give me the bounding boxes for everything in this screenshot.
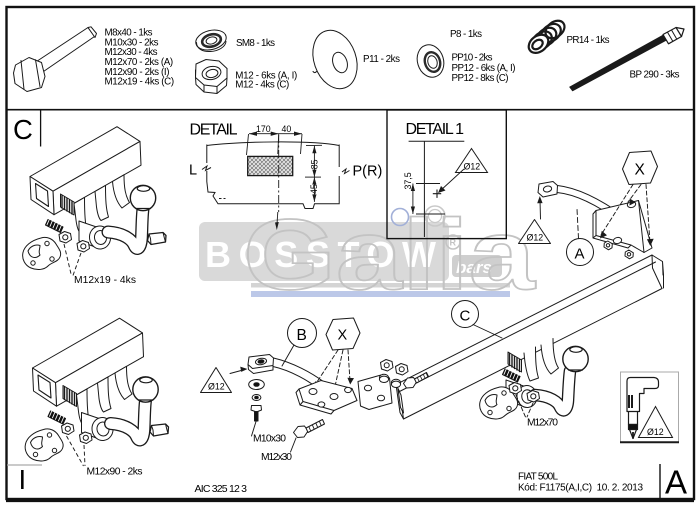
svg-text:C: C — [460, 308, 471, 325]
svg-text:Galia: Galia — [243, 199, 537, 311]
svg-text:SM8 - 1ks: SM8 - 1ks — [236, 38, 275, 49]
svg-text:45: 45 — [309, 184, 319, 194]
svg-text:40: 40 — [282, 124, 292, 134]
svg-text:X: X — [338, 328, 348, 344]
svg-text:M10x30: M10x30 — [253, 434, 286, 445]
svg-text:P(R): P(R) — [353, 164, 383, 180]
svg-text:M12x19 - 4ks: M12x19 - 4ks — [74, 275, 136, 286]
svg-text:M8x40 - 1ks: M8x40 - 1ks — [105, 28, 153, 39]
svg-text:Ø12: Ø12 — [464, 162, 481, 172]
svg-text:L: L — [189, 163, 197, 179]
svg-text:170: 170 — [256, 124, 271, 134]
svg-text:bars: bars — [456, 258, 492, 277]
svg-text:M12 - 4ks (C): M12 - 4ks (C) — [235, 79, 289, 90]
svg-text:85: 85 — [309, 159, 319, 169]
svg-text:M12x70 - 2ks (A): M12x70 - 2ks (A) — [105, 57, 174, 68]
svg-text:DETAIL 1: DETAIL 1 — [406, 121, 465, 138]
svg-text:I: I — [19, 464, 27, 495]
svg-text:M12x70: M12x70 — [527, 418, 558, 429]
svg-text:PP12 - 6ks (A, I): PP12 - 6ks (A, I) — [452, 63, 516, 74]
svg-text:PP12 - 8ks (C): PP12 - 8ks (C) — [452, 73, 509, 84]
svg-text:M12 - 6ks (A, I): M12 - 6ks (A, I) — [235, 71, 297, 82]
svg-text:X: X — [635, 162, 646, 179]
svg-text:Kód: F1175(A,I,C) 10. 2. 2013: Kód: F1175(A,I,C) 10. 2. 2013 — [518, 483, 643, 494]
svg-text:Ø12: Ø12 — [647, 427, 664, 437]
svg-text:M12x90 - 2ks (I): M12x90 - 2ks (I) — [105, 67, 170, 78]
svg-text:C: C — [13, 114, 33, 145]
svg-text:M12x30 - 4ks: M12x30 - 4ks — [105, 47, 158, 58]
svg-text:Ø12: Ø12 — [208, 382, 225, 392]
svg-text:AIC 325 12 3: AIC 325 12 3 — [195, 483, 248, 495]
svg-text:M12x90 - 2ks: M12x90 - 2ks — [87, 467, 143, 478]
svg-text:P11 - 2ks: P11 - 2ks — [363, 54, 400, 65]
svg-text:B: B — [297, 327, 307, 344]
svg-text:FIAT 500L: FIAT 500L — [518, 472, 558, 483]
svg-text:P8 - 1ks: P8 - 1ks — [450, 29, 482, 40]
svg-text:M12x30: M12x30 — [261, 452, 292, 463]
svg-text:37,5: 37,5 — [403, 172, 413, 189]
svg-text:A: A — [575, 246, 585, 263]
svg-text:Ø12: Ø12 — [527, 233, 544, 243]
svg-text:M12x19 - 4ks (C): M12x19 - 4ks (C) — [105, 77, 175, 88]
svg-text:R: R — [450, 238, 457, 248]
svg-text:BP 290 - 3ks: BP 290 - 3ks — [630, 69, 680, 80]
svg-text:A: A — [665, 464, 687, 501]
svg-text:PP10 - 2ks: PP10 - 2ks — [452, 52, 493, 63]
svg-text:PR14 - 1ks: PR14 - 1ks — [567, 35, 610, 46]
svg-text:M10x30 - 2ks: M10x30 - 2ks — [105, 37, 159, 48]
svg-text:DETAIL: DETAIL — [190, 122, 238, 139]
